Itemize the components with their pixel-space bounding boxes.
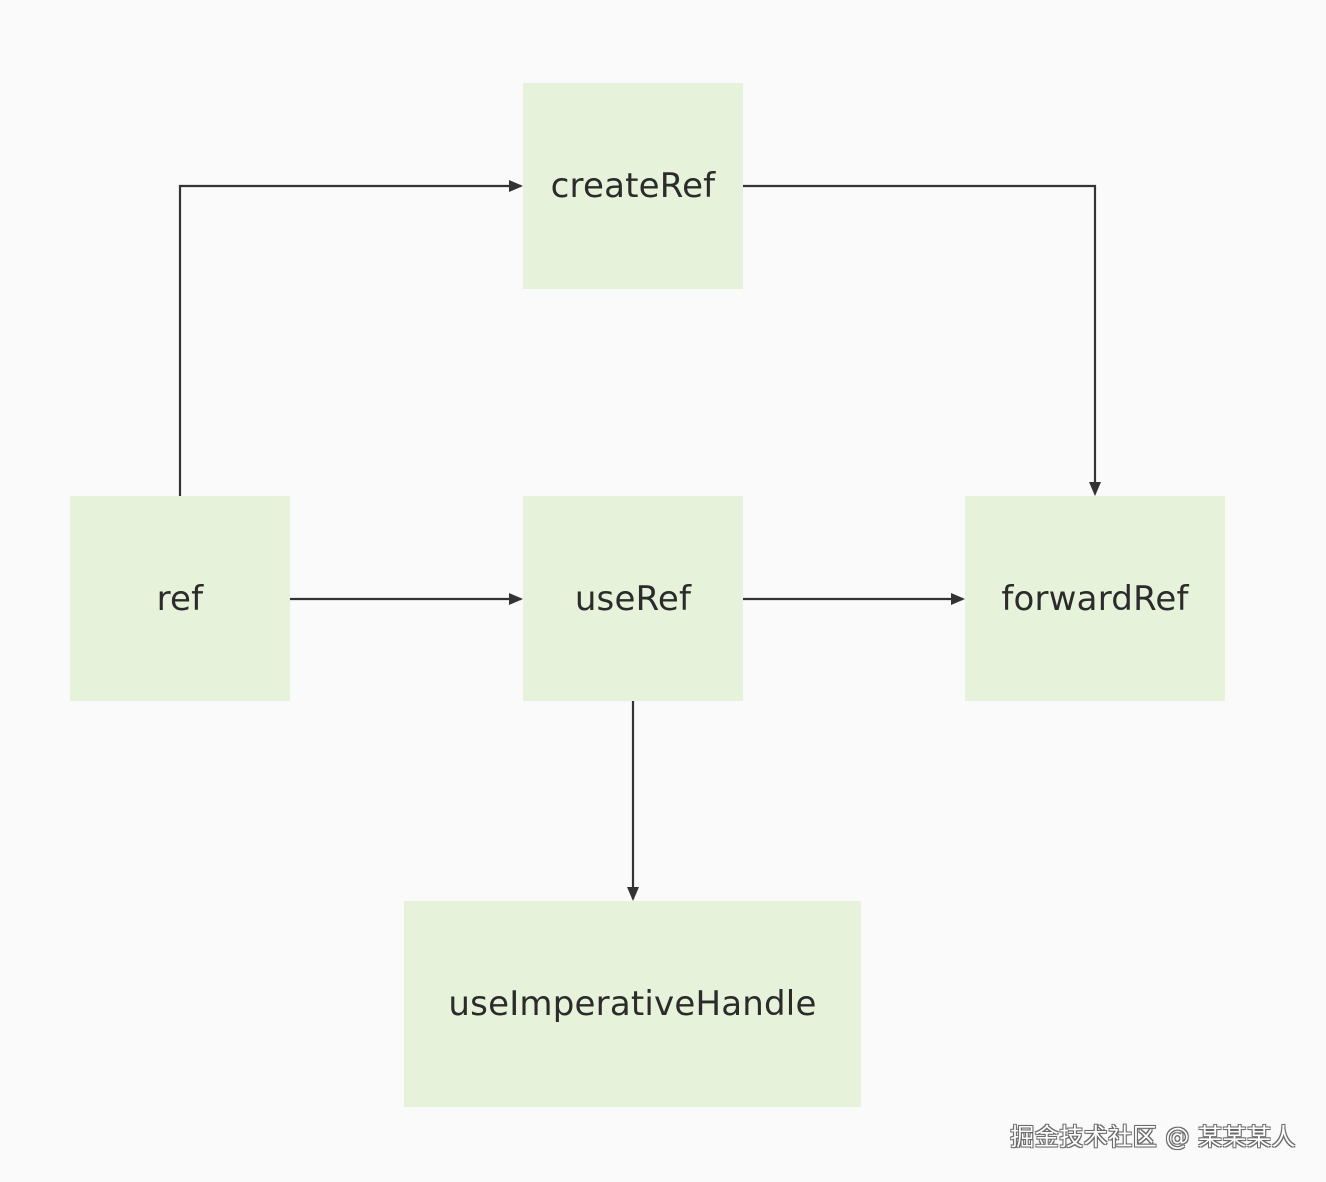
node-useImperativeHandle-label: useImperativeHandle <box>448 984 817 1024</box>
edge-ref-to-createRef <box>178 180 523 496</box>
node-ref-label: ref <box>156 578 204 619</box>
node-createRef-label: createRef <box>550 166 716 206</box>
node-useRef-label: useRef <box>574 578 692 619</box>
watermark: 掘金技术社区 @ 某某某人 <box>1010 1123 1296 1151</box>
node-forwardRef-label: forwardRef <box>1001 578 1189 619</box>
node-useRef[interactable]: useRef <box>523 496 743 701</box>
edge-createRef-to-forwardRef <box>743 184 1101 496</box>
node-ref[interactable]: ref <box>70 496 290 701</box>
node-useImperativeHandle[interactable]: useImperativeHandle <box>404 901 861 1107</box>
node-createRef[interactable]: createRef <box>523 83 743 289</box>
node-forwardRef[interactable]: forwardRef <box>965 496 1225 701</box>
